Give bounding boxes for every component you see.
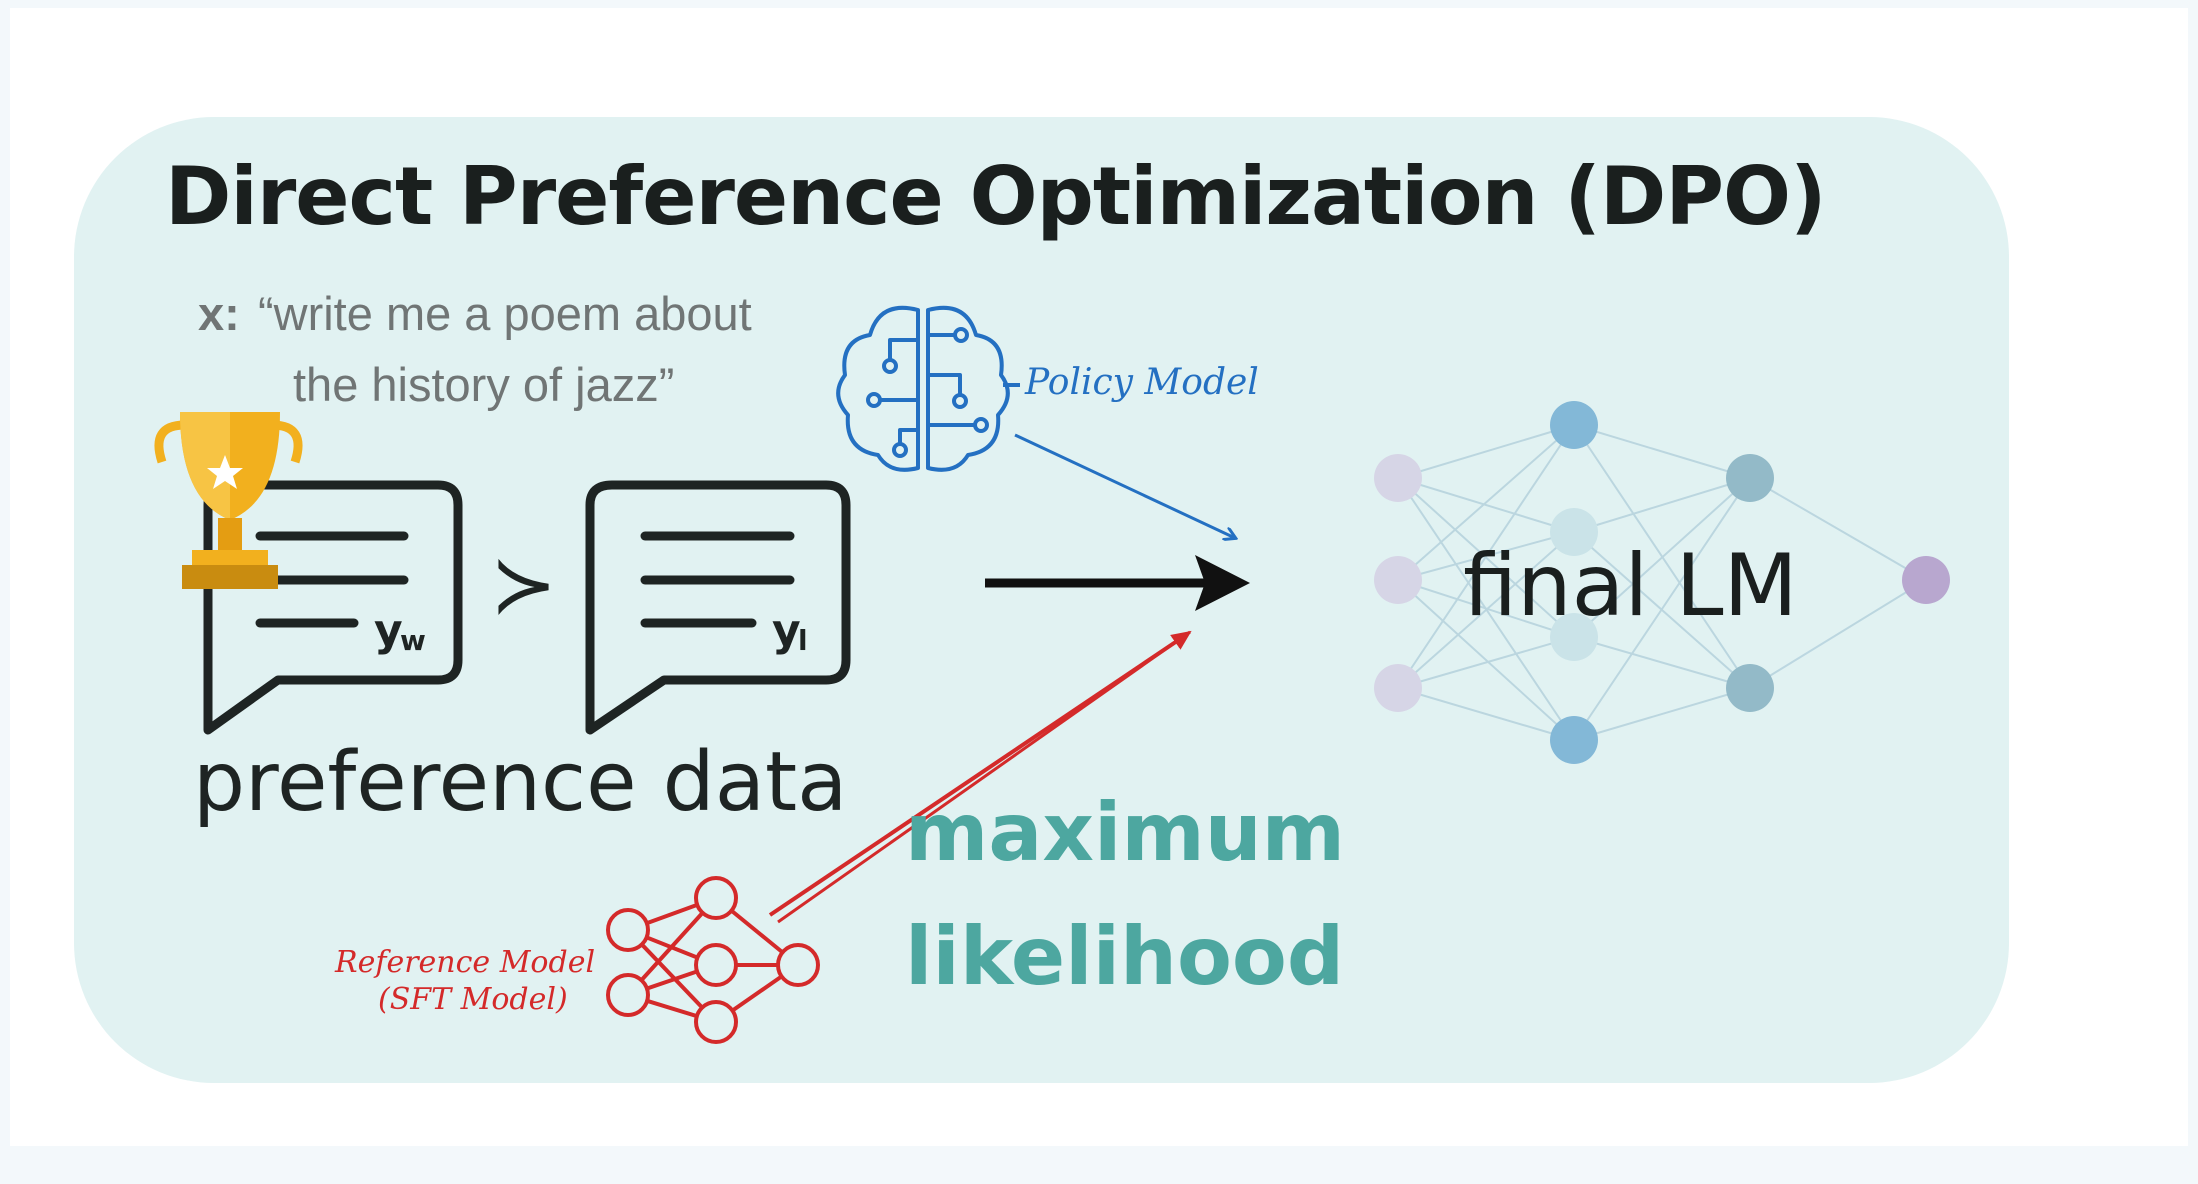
policy-model-label: Policy Model <box>1025 362 1259 403</box>
winner-y: y <box>374 605 403 656</box>
brain-circuit-icon <box>836 305 1020 472</box>
loser-subscript: l <box>798 624 808 657</box>
objective-line2: likelihood <box>905 910 1345 1003</box>
losing-response-bubble-icon <box>585 480 851 735</box>
winning-response-bubble-icon <box>203 480 463 735</box>
reference-model-label: Reference Model <box>335 945 596 980</box>
page-title: Direct Preference Optimization (DPO) <box>165 150 1827 243</box>
reference-arrow <box>768 630 1192 924</box>
prompt-label: x: <box>198 287 240 340</box>
prompt-text-line1: “write me a poem about <box>258 287 752 340</box>
dpo-panel <box>74 117 2009 1083</box>
preference-relation: ≻ <box>490 538 557 631</box>
reference-model-sublabel: (SFT Model) <box>378 982 568 1017</box>
final-lm-network <box>1374 401 1950 764</box>
prompt-text-line2: the history of jazz” <box>293 358 675 411</box>
winner-subscript: w <box>400 624 426 657</box>
policy-arrow <box>1014 433 1235 538</box>
objective-line1: maximum <box>905 786 1346 879</box>
neural-network-icon <box>606 876 820 1044</box>
loser-y: y <box>772 605 801 656</box>
final-lm-label: final LM <box>1463 536 1798 636</box>
trophy-icon <box>154 412 303 589</box>
preference-data-label: preference data <box>193 735 848 830</box>
main-arrow <box>985 555 1250 611</box>
